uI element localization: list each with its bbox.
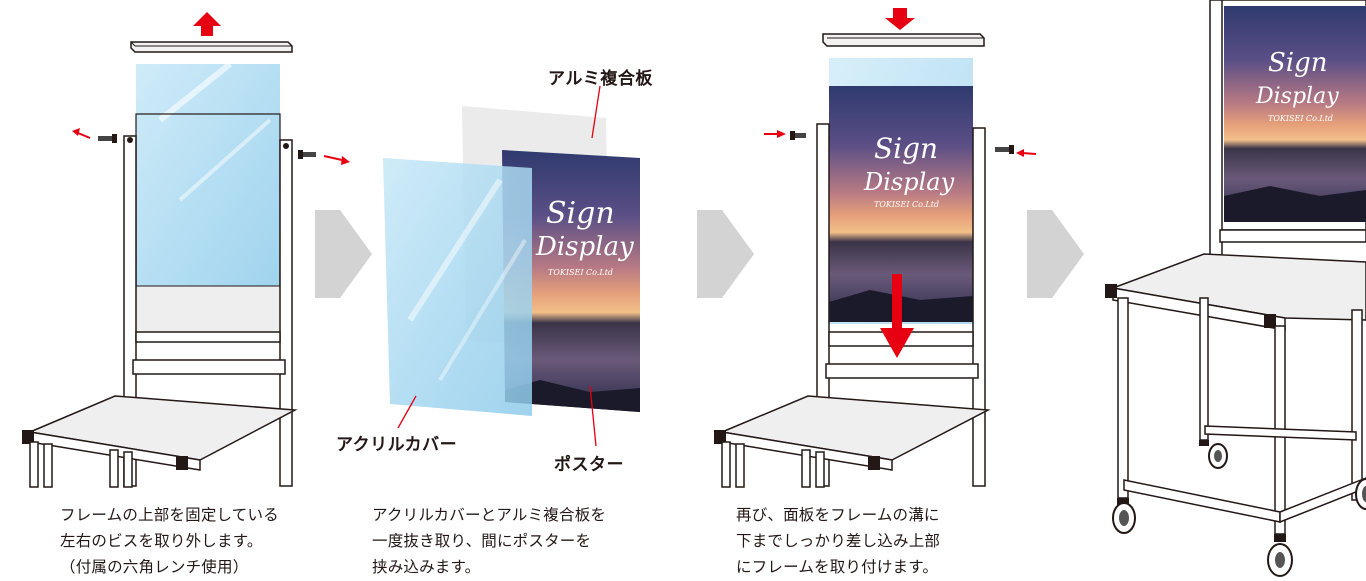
poster-title-line2: Display <box>864 168 955 196</box>
label-aluminum-board: アルミ複合板 <box>548 69 653 89</box>
step4-illustration <box>1105 0 1366 577</box>
poster-company: TOKISEI Co.Ltd <box>1268 114 1334 123</box>
up-arrow-icon <box>193 12 221 36</box>
poster-panel <box>1224 6 1366 222</box>
step2-illustration <box>383 85 640 447</box>
acrylic-cover-panel <box>383 158 532 416</box>
step-chevron-icon <box>697 210 754 298</box>
down-arrow-icon <box>885 8 915 30</box>
label-poster: ポスター <box>554 455 624 475</box>
step3-illustration <box>714 8 1037 488</box>
down-arrow-icon <box>892 274 902 330</box>
acrylic-cover-panel <box>136 64 280 296</box>
left-arrow-icon <box>1016 149 1037 157</box>
step1-caption: フレームの上部を固定している 左右のビスを取り外します。 （付属の六角レンチ使用… <box>60 506 279 576</box>
label-acrylic-cover: アクリルカバー <box>336 435 458 455</box>
top-frame-bar <box>130 41 293 53</box>
screw-icon <box>98 134 117 143</box>
step-chevron-icon <box>315 210 372 298</box>
screw-icon <box>995 145 1014 154</box>
screw-icon <box>298 150 316 159</box>
poster-company: TOKISEI Co.Ltd <box>874 200 940 209</box>
step1-illustration <box>22 12 350 488</box>
poster-title-line1: Sign <box>546 196 615 231</box>
caster-wheel-icon <box>1267 534 1293 577</box>
caster-wheel-icon <box>1355 478 1366 510</box>
step3-caption: 再び、面板をフレームの溝に 下までしっかり差し込み上部 にフレームを取り付けます… <box>736 506 941 576</box>
poster-title-line2: Display <box>536 232 634 262</box>
poster-panel <box>502 150 640 412</box>
right-arrow-icon <box>323 155 350 165</box>
top-frame-bar <box>822 33 985 47</box>
screw-icon <box>790 131 806 140</box>
caster-wheel-icon <box>1112 498 1136 534</box>
poster-title-line2: Display <box>1256 84 1339 109</box>
step-chevron-icon <box>1027 210 1084 298</box>
step2-caption: アクリルカバーとアルミ複合板を 一度抜き取り、間にポスターを 挟み込みます。 <box>372 506 607 576</box>
right-arrow-icon <box>764 130 786 138</box>
caster-wheel-icon <box>1199 440 1228 469</box>
poster-company: TOKISEI Co.Ltd <box>548 268 614 277</box>
left-arrow-icon <box>72 128 91 139</box>
poster-title-line1: Sign <box>874 132 939 165</box>
poster-title-line1: Sign <box>1268 48 1328 78</box>
